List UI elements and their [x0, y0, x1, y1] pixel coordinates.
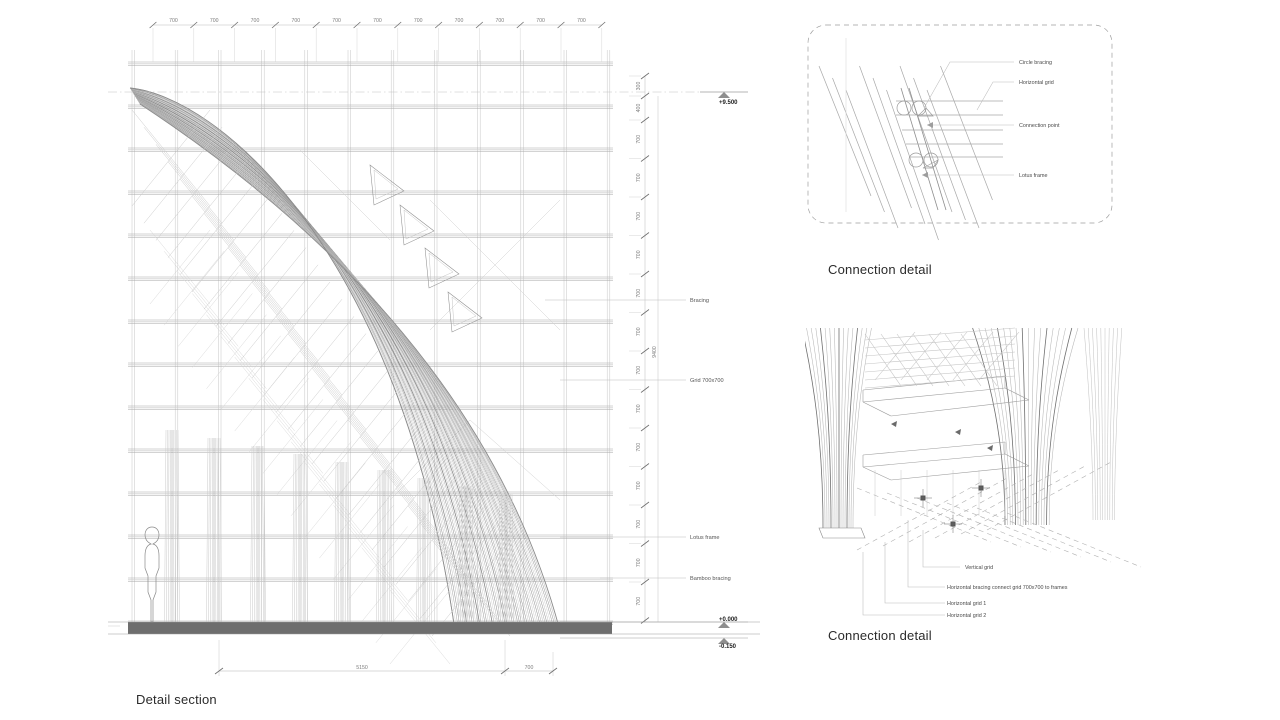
label-circle-bracing: Circle bracing	[1019, 60, 1052, 66]
elevation-slab-value: -0.150	[719, 644, 737, 650]
caption-connection-detail-top: Connection detail	[828, 262, 932, 277]
leader-horizontal-grid-2: Horizontal grid 2	[862, 552, 986, 619]
top-dim-value: 700	[169, 18, 178, 24]
right-dim-value: 700	[636, 366, 642, 375]
leader-vertical-grid: Vertical grid	[922, 530, 993, 571]
leader-connection-point: Connection point	[927, 122, 1060, 129]
elevation-marker-ground: +0.000	[560, 617, 748, 628]
annotation-bamboo-bracing: Bamboo bracing	[600, 576, 731, 582]
connection-detail-bottom: Vertical grid Horizontal bracing connect…	[805, 320, 1145, 660]
caption-detail-section: Detail section	[136, 692, 217, 707]
human-scale-figure	[144, 526, 160, 623]
annotation-grid-label: Grid 700x700	[690, 378, 724, 384]
top-dim-value: 700	[536, 18, 545, 24]
elevation-marker-top: +9.500	[108, 91, 748, 106]
right-dim-value: 700	[636, 250, 642, 259]
elevation-top-value: +9.500	[719, 100, 738, 106]
top-dim-value: 700	[251, 18, 260, 24]
annotation-bamboo-bracing-label: Bamboo bracing	[690, 576, 731, 582]
right-dim-value: 400	[636, 104, 642, 113]
right-dim-value: 700	[636, 404, 642, 413]
label-horizontal-grid-1: Horizontal grid 1	[947, 601, 986, 607]
top-dim-value: 700	[414, 18, 423, 24]
label-horizontal-grid: Horizontal grid	[1019, 80, 1054, 86]
top-dimension-chain: 700 700 700 700 700 700 700 700 700 700 700	[149, 18, 606, 62]
detail-boundary	[807, 24, 1113, 224]
annotation-bracing: Bracing	[545, 298, 709, 304]
annotation-lotus-frame-label: Lotus frame	[690, 535, 720, 541]
label-horizontal-grid-2: Horizontal grid 2	[947, 613, 986, 619]
right-dim-value: 700	[636, 135, 642, 144]
label-horizontal-bracing: Horizontal bracing connect grid 700x700 …	[947, 585, 1068, 591]
right-dim-value: 700	[636, 520, 642, 529]
elevation-marker-slab: -0.150	[560, 637, 748, 650]
elevation-ground-value: +0.000	[719, 617, 738, 623]
right-dim-value: 700	[636, 173, 642, 182]
bottom-dim-5150: 5150	[356, 665, 368, 671]
top-dim-value: 700	[210, 18, 219, 24]
label-vertical-grid: Vertical grid	[965, 565, 993, 571]
top-dim-value: 700	[291, 18, 300, 24]
overall-height-value: 9400	[652, 346, 658, 358]
leader-horizontal-grid: Horizontal grid	[976, 80, 1054, 111]
overall-height-dimension: 9400	[652, 96, 659, 622]
lotus-frame-structure	[129, 87, 561, 665]
right-dimension-chain: 300 400 700 700 700 700 700 700 700 700 700 700 700 7…	[629, 72, 650, 624]
leader-horizontal-bracing: Horizontal bracing connect grid 700x700 …	[907, 520, 1068, 591]
main-section-svg: 700 700 700 700 700 700 700 700 700 700 700 300 400…	[108, 18, 760, 676]
main-detail-section: 700 700 700 700 700 700 700 700 700 700 700 300 400…	[108, 18, 760, 676]
label-connection-point: Connection point	[1019, 123, 1060, 129]
top-dim-value: 700	[332, 18, 341, 24]
annotation-bracing-label: Bracing	[690, 298, 709, 304]
right-dim-value: 300	[636, 82, 642, 91]
right-dim-value: 700	[636, 558, 642, 567]
circle-bracing-members	[896, 100, 939, 169]
connection-detail-top: Circle bracing Horizontal grid Connectio…	[805, 20, 1145, 290]
top-dim-value: 700	[577, 18, 586, 24]
bottom-dimension-chain: 5150 700	[214, 640, 558, 676]
ground-slab	[108, 621, 760, 635]
right-dim-value: 700	[636, 212, 642, 221]
top-dim-value: 700	[455, 18, 464, 24]
annotation-lotus-frame: Lotus frame	[560, 535, 720, 541]
leader-horizontal-grid-1: Horizontal grid 1	[884, 542, 986, 607]
right-dim-value: 700	[636, 597, 642, 606]
leader-circle-bracing: Circle bracing	[923, 60, 1052, 109]
right-dim-value: 700	[636, 289, 642, 298]
bottom-dim-700: 700	[525, 665, 534, 671]
top-dim-value: 700	[373, 18, 382, 24]
leader-lotus-frame: Lotus frame	[922, 172, 1047, 179]
caption-connection-detail-bottom: Connection detail	[828, 628, 932, 643]
right-dim-value: 700	[636, 481, 642, 490]
connection-detail-bottom-svg: Vertical grid Horizontal bracing connect…	[805, 327, 1142, 619]
top-dim-value: 700	[495, 18, 504, 24]
right-dim-value: 700	[636, 443, 642, 452]
connection-detail-top-svg: Circle bracing Horizontal grid Connectio…	[807, 24, 1113, 241]
annotation-grid: Grid 700x700	[560, 378, 724, 384]
right-dim-value: 700	[636, 327, 642, 336]
label-lotus-frame: Lotus frame	[1019, 173, 1047, 179]
